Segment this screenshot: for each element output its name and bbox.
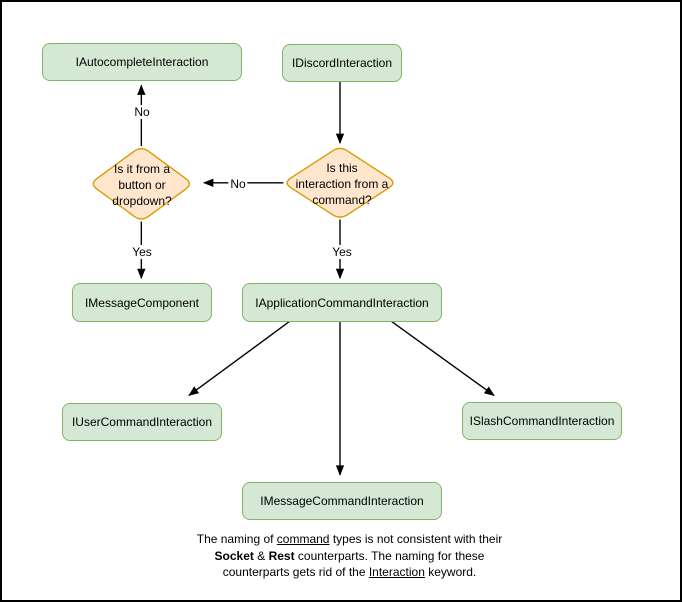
edge-label-no-between-decisions: No xyxy=(228,177,248,191)
edge-application-command-to-slash-command xyxy=(390,320,495,396)
edge-label-yes-to-application-command: Yes xyxy=(330,245,354,259)
node-discord-interaction: IDiscordInteraction xyxy=(282,44,402,82)
decision-line: button or xyxy=(118,178,166,192)
note-text: counterparts. The naming for these xyxy=(294,548,485,563)
note-text-bold: Socket xyxy=(214,548,254,563)
node-user-command-interaction: IUserCommandInteraction xyxy=(62,403,222,441)
note-text-underlined: Interaction xyxy=(368,565,425,579)
naming-note: The naming of command types is not consi… xyxy=(127,531,572,581)
note-text: The naming of xyxy=(196,532,277,546)
decision-button-or-dropdown-label: Is it from a button or dropdown? xyxy=(82,161,202,209)
note-text-underlined: command xyxy=(276,532,330,546)
decision-line: Is it from a xyxy=(113,162,170,176)
node-application-command-interaction: IApplicationCommandInteraction xyxy=(242,283,442,322)
decision-line: dropdown? xyxy=(112,194,172,208)
decision-interaction-from-command-label: Is this interaction from a command? xyxy=(272,160,412,208)
note-text: & xyxy=(253,548,269,563)
note-line-2: Socket & Rest counterparts. The naming f… xyxy=(127,548,572,565)
note-text: types is not consistent with their xyxy=(329,532,503,546)
node-slash-command-interaction: ISlashCommandInteraction xyxy=(462,402,622,440)
edge-label-no-to-autocomplete: No xyxy=(132,105,152,119)
note-text: keyword. xyxy=(424,565,477,579)
decision-interaction-from-command-shape xyxy=(286,147,394,218)
note-line-1: The naming of command types is not consi… xyxy=(127,531,572,548)
decision-line: Is this xyxy=(326,161,358,175)
note-line-3: counterparts gets rid of the Interaction… xyxy=(127,564,572,581)
node-autocomplete-interaction: IAutocompleteInteraction xyxy=(42,43,242,81)
node-message-command-interaction: IMessageCommandInteraction xyxy=(242,482,442,520)
decision-line: command? xyxy=(312,193,372,207)
node-message-component: IMessageComponent xyxy=(72,283,212,322)
decision-button-or-dropdown-shape xyxy=(92,147,191,220)
edge-label-yes-to-message-component: Yes xyxy=(130,245,154,259)
note-text: counterparts gets rid of the xyxy=(222,565,369,579)
decision-line: interaction from a xyxy=(295,177,389,191)
note-text-bold: Rest xyxy=(268,548,295,563)
edge-application-command-to-user-command xyxy=(188,320,291,396)
